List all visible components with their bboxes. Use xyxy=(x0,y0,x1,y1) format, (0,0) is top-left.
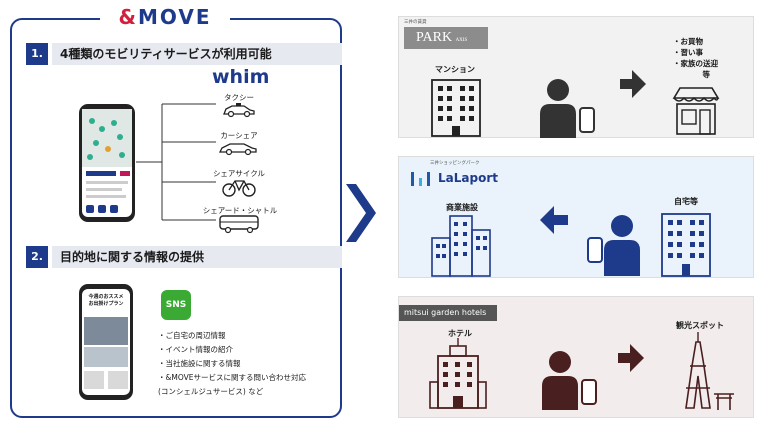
hotel-building-icon xyxy=(429,338,487,409)
phone2-line1: 今週のおススメ xyxy=(88,294,124,300)
person-with-phone-icon xyxy=(587,215,640,276)
home-building-icon xyxy=(661,213,711,277)
info-item: ・イベント情報の紹介 xyxy=(158,345,233,354)
chevron-right-icon xyxy=(346,184,376,242)
phone-map-app xyxy=(78,103,136,223)
info-item: ・ご自宅の周辺情報 xyxy=(158,331,226,340)
mitsui-garden-hotels-logo: mitsui garden hotels xyxy=(399,305,497,321)
arrow-left-icon xyxy=(540,206,568,234)
lalaport-tagline: 三井ショッピングパーク xyxy=(430,161,480,166)
logo-text: MOVE xyxy=(137,5,212,29)
shop-icon xyxy=(672,87,720,135)
home-label: 自宅等 xyxy=(674,197,698,206)
park-brand: PARK xyxy=(416,30,453,45)
phone2-line2: お出掛けプラン xyxy=(88,301,124,307)
logo-amp: & xyxy=(118,5,138,29)
mansion-label: マンション xyxy=(435,65,475,74)
tokyo-tower-icon xyxy=(685,332,734,410)
service-tree-lines xyxy=(136,103,216,221)
bicycle-icon xyxy=(222,180,256,197)
service-taxi-label: タクシー xyxy=(224,93,254,102)
destination-item: 等 xyxy=(702,70,711,79)
info-item: ・当社施設に関する情報 xyxy=(158,359,241,368)
car-icon xyxy=(218,143,257,156)
phone-info-app: 今週のおススメ お出掛けプラン xyxy=(78,283,134,401)
info-item: ・&MOVEサービスに関する問い合わせ対応 xyxy=(158,373,306,382)
tourist-spot-label: 観光スポット xyxy=(676,321,724,330)
move-logo: &MOVE xyxy=(100,6,230,28)
section2-number: 2. xyxy=(26,246,48,268)
service-shuttle-label: シェアード・シャトル xyxy=(202,206,278,215)
arrow-right-icon xyxy=(620,70,646,98)
whim-logo: whim xyxy=(212,66,270,88)
bus-icon xyxy=(219,215,259,234)
lalaport-logo: LaLaport xyxy=(438,171,498,185)
park-axis-tagline: 三井の賃貸 xyxy=(404,20,427,25)
destination-item: ・習い事 xyxy=(673,48,703,57)
park-brand-sub: AXIS xyxy=(455,38,468,43)
info-item: (コンシェルジュサービス) など xyxy=(158,387,264,396)
section1-title: 4種類のモビリティサービスが利用可能 xyxy=(52,43,342,65)
section2-title: 目的地に関する情報の提供 xyxy=(52,246,342,268)
person-with-phone-icon xyxy=(540,79,595,138)
destination-item: ・家族の送迎 xyxy=(673,59,718,68)
taxi-icon xyxy=(223,103,255,118)
commercial-buildings-icon xyxy=(431,215,491,277)
hotel-label: ホテル xyxy=(448,329,472,338)
destination-list: ・お買物 ・習い事 ・家族の送迎 等 xyxy=(673,36,718,80)
info-list: ・ご自宅の周辺情報 ・イベント情報の紹介 ・当社施設に関する情報 ・&MOVEサ… xyxy=(158,329,338,399)
apartment-building-icon xyxy=(431,79,481,137)
section1-number: 1. xyxy=(26,43,48,65)
service-carshare-label: カーシェア xyxy=(220,131,258,140)
destination-item: ・お買物 xyxy=(673,37,703,46)
sns-badge: SNS xyxy=(161,290,191,320)
park-axis-logo: PARK AXIS xyxy=(404,27,488,49)
person-with-phone-icon xyxy=(542,351,597,410)
lalaport-mark-icon xyxy=(411,172,430,186)
arrow-right-icon xyxy=(618,344,644,372)
service-bikeshare-label: シェアサイクル xyxy=(212,169,266,178)
commercial-facility-label: 商業施設 xyxy=(446,203,478,212)
